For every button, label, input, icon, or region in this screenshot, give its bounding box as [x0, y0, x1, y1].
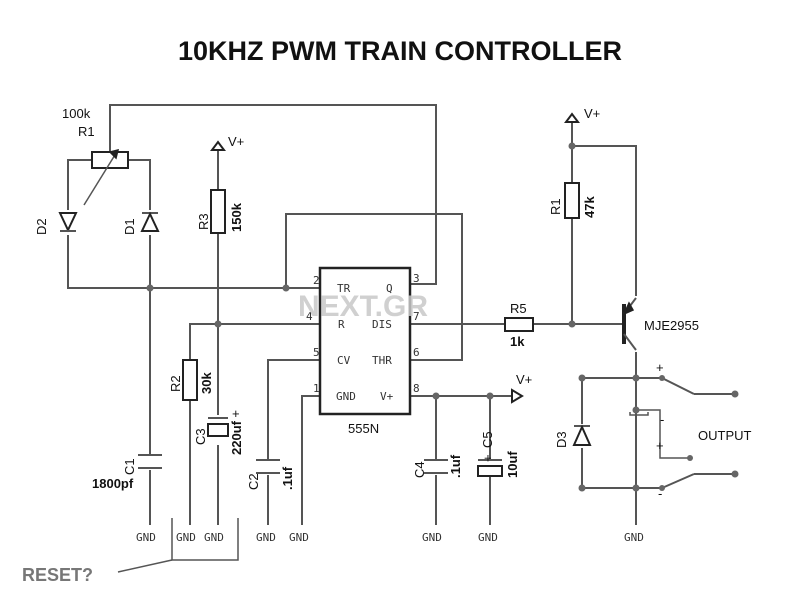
c5-value: 10uf	[505, 451, 520, 478]
pin-label-vplus: V+	[380, 390, 394, 403]
r4-value: 47k	[582, 196, 597, 218]
pin-label-dis: DIS	[372, 318, 392, 331]
capacitor-c5: + C5 10uf	[477, 431, 520, 478]
pin-num-4: 4	[306, 310, 313, 323]
gnd-c5: GND	[478, 531, 498, 544]
r3-value: 150k	[229, 202, 244, 232]
capacitor-c3: + C3 220uf	[193, 406, 244, 455]
r1-ref: R1	[78, 124, 95, 139]
capacitor-c1: C1 1800pf	[92, 454, 162, 491]
vplus-label-right: V+	[584, 106, 600, 121]
pin-num-1: 1	[313, 382, 320, 395]
junction-dots	[146, 142, 739, 492]
pin-num-7: 7	[413, 310, 420, 323]
r3-ref: R3	[196, 213, 211, 230]
c3-ref: C3	[193, 428, 208, 445]
diode-d2: D2	[34, 212, 78, 235]
c1-ref: C1	[122, 458, 137, 475]
potentiometer-r1: 100k R1	[62, 106, 129, 206]
c5-ref: C5	[480, 431, 495, 448]
gnd-c2: GND	[256, 531, 276, 544]
pin-label-q: Q	[386, 282, 393, 295]
output-minus-mid: -	[660, 412, 664, 427]
transistor-q1: MJE2955	[622, 297, 699, 351]
d2-ref: D2	[34, 218, 49, 235]
r4-ref: R1	[548, 198, 563, 215]
pin-label-cv: CV	[337, 354, 351, 367]
c2-value: .1uf	[280, 466, 295, 490]
c4-value: .1uf	[448, 454, 463, 478]
r5-value: 1k	[510, 334, 525, 349]
output-label: OUTPUT	[698, 428, 752, 443]
d1-ref: D1	[122, 218, 137, 235]
q1-value: MJE2955	[644, 318, 699, 333]
vplus-label-left: V+	[228, 134, 244, 149]
r5-ref: R5	[510, 301, 527, 316]
c3-value: 220uf	[229, 420, 244, 455]
diagram-title: 10KHZ PWM TRAIN CONTROLLER	[178, 36, 622, 66]
c3-polarity: +	[232, 406, 240, 421]
vplus-label-pin8: V+	[516, 372, 532, 387]
gnd-output: GND	[624, 531, 644, 544]
resistor-r5: R5 1k	[504, 301, 534, 349]
r1-value: 100k	[62, 106, 91, 121]
diode-d3: D3	[554, 424, 592, 448]
supply-vplus-right: V+	[564, 106, 600, 123]
supply-vplus-left: V+	[210, 134, 244, 151]
watermark: NEXT.GR	[298, 290, 428, 323]
pin-num-5: 5	[313, 346, 320, 359]
c1-value: 1800pf	[92, 476, 134, 491]
pin-num-8: 8	[413, 382, 420, 395]
output-plus-mid: +	[656, 438, 664, 453]
resistor-r2: R2 30k	[168, 359, 214, 401]
ic-name: 555N	[348, 421, 379, 436]
resistor-r4: R1 47k	[548, 182, 597, 219]
output-switch: + - + - OUTPUT	[656, 360, 752, 501]
pin-label-r: R	[338, 318, 345, 331]
d3-ref: D3	[554, 431, 569, 448]
capacitor-c4: C4 .1uf	[412, 454, 463, 478]
gnd-pin1: GND	[289, 531, 309, 544]
capacitor-c2: C2 .1uf	[246, 459, 295, 490]
gnd-c1: GND	[136, 531, 156, 544]
resistor-r3: R3 150k	[196, 189, 244, 234]
pin-label-thr: THR	[372, 354, 392, 367]
r2-ref: R2	[168, 375, 183, 392]
gnd-c3: GND	[204, 531, 224, 544]
r2-value: 30k	[199, 372, 214, 394]
pin-label-gnd: GND	[336, 390, 356, 403]
c5-polarity: +	[480, 454, 495, 462]
output-plus-top: +	[656, 360, 664, 375]
pin-label-tr: TR	[337, 282, 351, 295]
gnd-r2: GND	[176, 531, 196, 544]
diode-d1: D1	[122, 211, 160, 235]
supply-vplus-pin8: V+	[511, 372, 532, 404]
c2-ref: C2	[246, 473, 261, 490]
ic-555: TR Q R DIS CV THR GND V+ 2 3 4 7 5 6 1 8…	[306, 266, 420, 436]
output-minus-bottom: -	[658, 486, 662, 501]
ground-labels: GND GND GND GND GND GND GND GND	[136, 531, 644, 544]
pin-num-3: 3	[413, 272, 420, 285]
c4-ref: C4	[412, 461, 427, 478]
wires	[67, 104, 735, 573]
pin-num-6: 6	[413, 346, 420, 359]
gnd-c4: GND	[422, 531, 442, 544]
reset-label: RESET?	[22, 565, 93, 585]
pin-num-2: 2	[313, 274, 320, 287]
